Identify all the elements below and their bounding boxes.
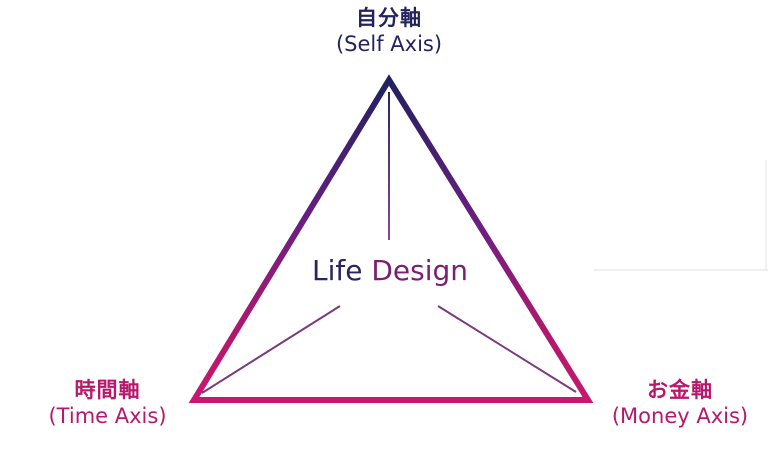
- time-axis-label-jp: 時間軸: [74, 378, 141, 402]
- spoke-to-money-axis: [437, 305, 577, 393]
- outer-triangle: [188, 74, 594, 403]
- center-title: Life Design: [290, 254, 490, 287]
- money-axis-label: お金軸 (Money Axis): [592, 378, 768, 428]
- money-axis-label-en: (Money Axis): [611, 404, 749, 429]
- background-artifact-edge: [765, 160, 767, 270]
- center-title-word-life: Life: [311, 254, 363, 287]
- self-axis-label: 自分軸 (Self Axis): [309, 6, 469, 56]
- money-axis-label-jp: お金軸: [647, 378, 713, 402]
- self-axis-label-en: (Self Axis): [335, 32, 443, 57]
- center-title-word-design: Design: [371, 254, 469, 287]
- time-axis-label-en: (Time Axis): [48, 404, 167, 429]
- time-axis-label: 時間軸 (Time Axis): [20, 378, 195, 428]
- self-axis-label-jp: 自分軸: [356, 6, 422, 30]
- spoke-to-time-axis: [201, 305, 341, 394]
- background-artifact-line: [594, 269, 768, 271]
